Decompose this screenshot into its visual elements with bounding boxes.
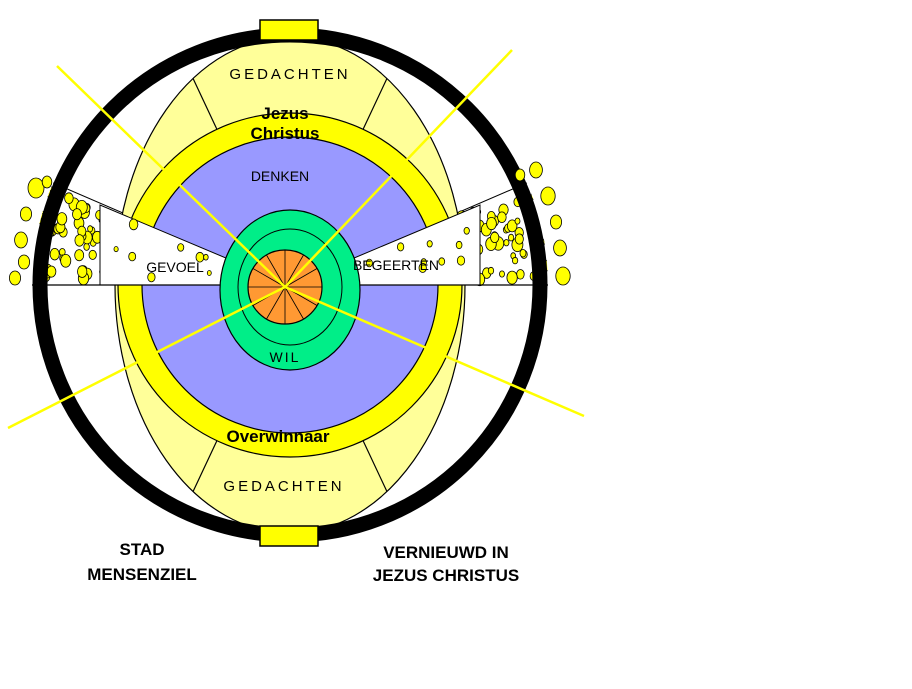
speckle-dot (60, 253, 72, 268)
label-begeerten: BEGEERTEN (353, 257, 439, 273)
speckle-dot (506, 270, 518, 285)
ring-dot (17, 254, 30, 270)
speckle-dot (74, 249, 85, 262)
light-rays (7, 49, 585, 430)
speckle-dot (88, 249, 97, 260)
speckle-dot (418, 262, 427, 273)
speckle-dot (507, 233, 515, 242)
bottom-gate (259, 525, 319, 547)
core-spoke (284, 268, 318, 288)
caption-right-line1: VERNIEUWD IN (383, 543, 509, 562)
ring-dot (553, 239, 567, 257)
speckle-dot (516, 269, 525, 280)
ring-dot (514, 168, 526, 182)
speckle-dot (511, 256, 519, 265)
speckle-dot (486, 216, 497, 230)
speckle-dot (499, 270, 505, 278)
ring-dot (14, 231, 28, 249)
speckle-dot (396, 242, 405, 252)
speckle-dot (365, 258, 373, 268)
speckle-dot (463, 227, 470, 235)
caption-right-line2: JEZUS CHRISTUS (373, 566, 519, 585)
top-gate (259, 19, 319, 41)
label-jezus: Jezus (261, 104, 308, 123)
label-christus: Christus (251, 124, 320, 143)
label-overwinnaar: Overwinnaar (227, 427, 330, 446)
speckle-dot (203, 253, 209, 261)
speckle-dot (514, 233, 524, 245)
speckle-dot (87, 225, 93, 233)
speckle-dot (74, 234, 85, 247)
speckle-dot (426, 240, 433, 248)
core-spoke (266, 286, 286, 320)
speckle-dot (128, 251, 137, 262)
ring-dot (555, 266, 571, 286)
speckle-dot (487, 266, 495, 275)
label-wil: WIL (270, 349, 301, 365)
speckle-dot (438, 257, 446, 266)
ring-dots (8, 161, 571, 286)
core-spoke (252, 268, 286, 288)
ring-dot (41, 175, 53, 189)
speckle-dot (497, 211, 507, 223)
speckle-dot (49, 247, 60, 261)
speckle-dot (77, 265, 88, 278)
caption-left-line1: STAD (119, 540, 164, 559)
speckle-dot (83, 242, 90, 251)
speckle-dot (503, 239, 510, 247)
speckle-dot (113, 246, 119, 253)
speckle-dot (514, 217, 521, 225)
speckle-dot (507, 219, 518, 233)
speckle-dot (206, 270, 212, 276)
label-gevoel: GEVOEL (146, 259, 204, 275)
speckle-dot (455, 240, 463, 250)
ring-dot (529, 161, 543, 179)
label-gedachten-bottom: GEDACHTEN (223, 478, 344, 495)
caption-left-line2: MENSENZIEL (87, 565, 197, 584)
inner-speckles (113, 218, 470, 283)
speckle-dot (519, 248, 527, 258)
core-spoke (284, 286, 304, 320)
speckle-dot (56, 212, 68, 226)
speckle-dot (128, 218, 139, 231)
ring-dot (540, 186, 556, 206)
core-spoke (266, 254, 286, 288)
label-gedachten-top: GEDACHTEN (229, 66, 350, 83)
ring-dot (8, 270, 21, 286)
speckle-dot (72, 208, 82, 221)
speckle-dot (147, 272, 156, 283)
label-denken: DENKEN (251, 168, 309, 184)
speckle-dot (177, 243, 185, 252)
core-spoke (284, 254, 304, 288)
speckle-dot (456, 255, 466, 266)
ring-dot (27, 177, 45, 199)
wil-inner-oval (237, 228, 343, 346)
speckle-dot (46, 265, 57, 278)
speckle-dot (64, 192, 74, 205)
ring-dot (19, 206, 32, 222)
ring-dot (550, 214, 563, 230)
speckle-dot (490, 231, 500, 243)
